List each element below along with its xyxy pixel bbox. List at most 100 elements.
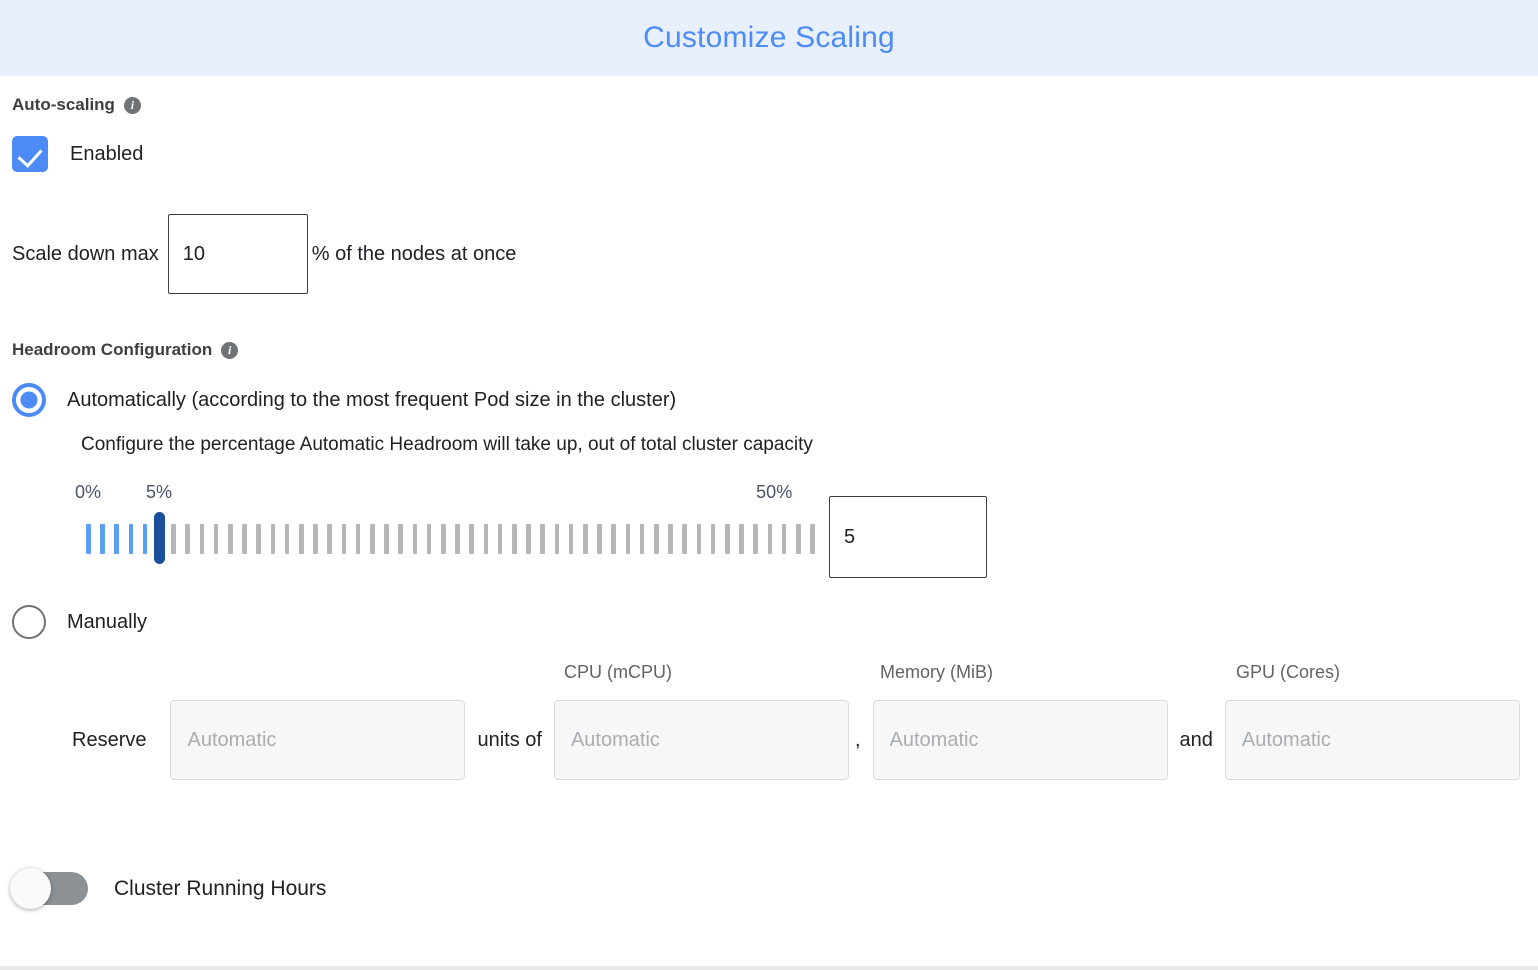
dialog-body: Auto-scaling i Enabled Scale down max % … (0, 95, 1538, 909)
reserve-comma-separator: , (854, 728, 861, 751)
scale-down-max-input[interactable] (167, 214, 308, 294)
headroom-automatic-label: Automatically (according to the most fre… (67, 388, 677, 411)
cluster-running-hours-row[interactable]: Cluster Running Hours (10, 868, 1526, 909)
slider-tick (185, 524, 190, 554)
slider-tick (810, 524, 815, 554)
slider-tick (441, 524, 446, 554)
slider-max-label: 50% (756, 482, 793, 502)
reserve-cpu-input[interactable] (553, 700, 849, 780)
slider-tick (668, 524, 673, 554)
slider-tick (739, 524, 744, 554)
headroom-percent-input[interactable] (829, 496, 987, 578)
slider-tick (568, 524, 574, 554)
reserve-gpu-input[interactable] (1224, 700, 1520, 780)
slider-tick (100, 524, 105, 554)
headroom-manual-radio[interactable] (12, 605, 46, 639)
slider-tick (341, 524, 347, 554)
headroom-slider-track[interactable] (78, 512, 815, 564)
units-of-label: units of (477, 728, 542, 751)
scale-down-max-row: Scale down max % of the nodes at once (12, 214, 1526, 294)
info-icon[interactable]: i (221, 341, 239, 359)
slider-tick (313, 524, 318, 554)
headroom-automatic-description: Configure the percentage Automatic Headr… (81, 434, 813, 455)
slider-tick (483, 524, 489, 554)
headroom-section-label: Headroom Configuration (12, 340, 213, 359)
toggle-knob (10, 868, 51, 909)
headroom-slider[interactable]: 0% 5% 50% (74, 482, 815, 564)
slider-tick (526, 524, 531, 554)
slider-tick (270, 524, 276, 554)
autoscaling-section-label: Auto-scaling (12, 95, 115, 114)
slider-tick (128, 524, 134, 554)
reserve-label: Reserve (72, 728, 147, 751)
slider-tick (625, 524, 631, 554)
slider-value-label: 5% (145, 482, 173, 502)
autoscaling-enabled-row[interactable]: Enabled (12, 136, 1526, 172)
autoscaling-enabled-checkbox[interactable] (12, 136, 48, 172)
scale-down-max-label: Scale down max (12, 242, 159, 265)
slider-tick (355, 524, 361, 554)
slider-tick (597, 524, 602, 554)
headroom-automatic-radio[interactable] (12, 383, 46, 417)
slider-tick (725, 524, 730, 554)
cluster-running-hours-toggle[interactable] (10, 868, 88, 909)
slider-tick (412, 524, 418, 554)
slider-tick (583, 524, 588, 554)
slider-tick (256, 524, 261, 554)
slider-tick (327, 524, 332, 554)
slider-tick (767, 524, 773, 554)
slider-tick (796, 524, 801, 554)
slider-tick (497, 524, 503, 554)
cluster-running-hours-label: Cluster Running Hours (114, 876, 327, 900)
slider-tick (242, 524, 247, 554)
slider-tick (682, 524, 687, 554)
headroom-slider-tick-labels: 0% 5% 50% (74, 482, 813, 508)
headroom-manual-label: Manually (67, 610, 148, 633)
slider-tick (171, 524, 176, 554)
slider-tick (512, 524, 517, 554)
slider-tick (469, 524, 474, 554)
slider-tick (398, 524, 403, 554)
page-title: Customize Scaling (643, 21, 895, 54)
memory-column-label: Memory (MiB) (880, 662, 993, 682)
dialog-header: Customize Scaling (0, 0, 1538, 76)
slider-tick (114, 524, 119, 554)
slider-tick (228, 524, 233, 554)
autoscaling-enabled-label: Enabled (70, 142, 144, 165)
reserve-row: Reserve units of , and (12, 700, 1526, 780)
slider-tick (284, 524, 290, 554)
autoscaling-section-header: Auto-scaling i (12, 95, 1526, 115)
info-icon[interactable]: i (123, 96, 141, 114)
slider-thumb[interactable] (154, 512, 165, 564)
slider-tick (696, 524, 702, 554)
bottom-divider (0, 966, 1538, 970)
slider-tick (611, 524, 616, 554)
slider-tick (540, 524, 545, 554)
slider-tick (654, 524, 659, 554)
slider-tick (781, 524, 787, 554)
headroom-slider-block: 0% 5% 50% (12, 482, 1526, 578)
headroom-automatic-row[interactable]: Automatically (according to the most fre… (12, 383, 1526, 417)
slider-min-label: 0% (74, 482, 102, 502)
slider-tick (753, 524, 758, 554)
slider-tick (639, 524, 645, 554)
gpu-column-label: GPU (Cores) (1236, 662, 1341, 682)
slider-tick (384, 524, 389, 554)
reserve-units-input[interactable] (170, 700, 466, 780)
slider-tick (370, 524, 375, 554)
slider-tick (455, 524, 460, 554)
scale-down-max-suffix: % of the nodes at once (311, 242, 517, 265)
reserve-memory-input[interactable] (872, 700, 1168, 780)
slider-tick (710, 524, 716, 554)
headroom-manual-row[interactable]: Manually (12, 605, 1526, 639)
slider-tick (86, 524, 91, 554)
slider-tick (142, 524, 148, 554)
slider-tick (213, 524, 219, 554)
headroom-section-header: Headroom Configuration i (12, 340, 1526, 360)
and-label: and (1179, 728, 1213, 751)
cpu-column-label: CPU (mCPU) (564, 662, 672, 682)
slider-tick (426, 524, 432, 554)
reserve-column-headers: CPU (mCPU) Memory (MiB) GPU (Cores) (12, 662, 1526, 688)
slider-tick (299, 524, 304, 554)
slider-tick (554, 524, 560, 554)
